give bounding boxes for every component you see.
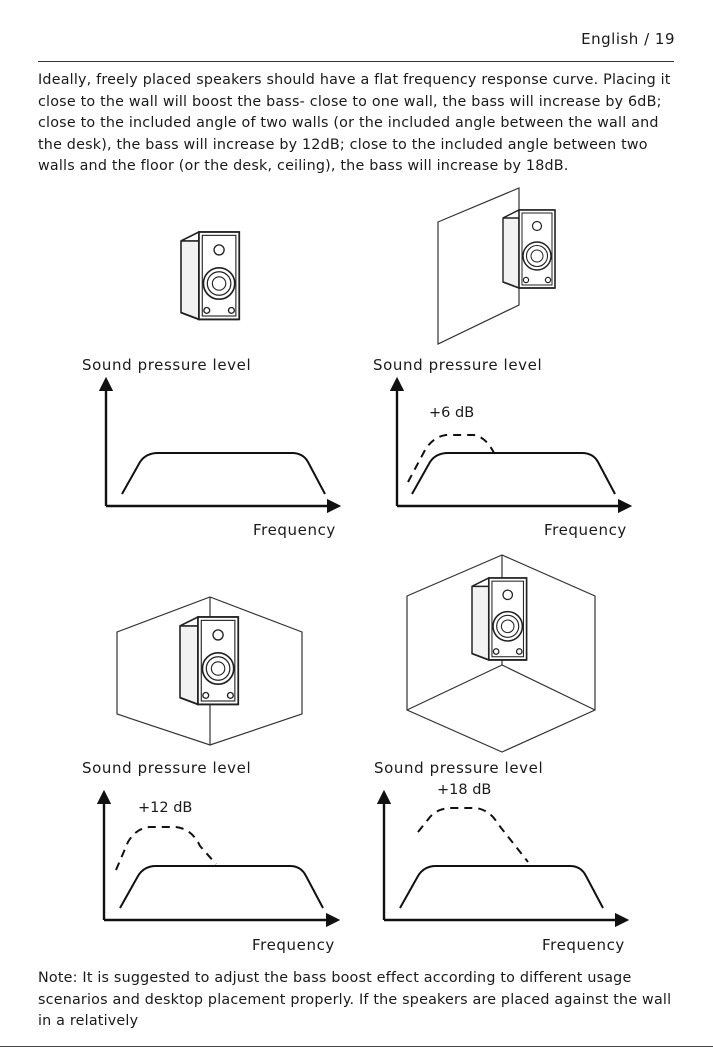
graph-free-y-label: Sound pressure level [82,356,252,374]
graph-free-x-label: Frequency [253,521,336,539]
graph-corner-boost-label: +18 dB [437,782,492,798]
graph-corner-response [376,789,630,928]
speaker-two-walls-illustration [116,596,303,746]
graph-one-wall-y-label: Sound pressure level [373,356,543,374]
graph-corner-x-label: Frequency [542,936,625,954]
graph-free-response [98,376,342,514]
graph-two-walls-x-label: Frequency [252,936,335,954]
graph-two-walls-response [96,789,341,928]
speaker-one-wall-illustration [437,187,556,345]
graph-corner-y-label: Sound pressure level [374,759,544,777]
speaker-corner-illustration [406,554,596,753]
page-number-label: English / 19 [581,30,675,48]
note-paragraph: Note: It is suggested to adjust the bass… [38,970,672,1029]
header-divider [38,61,674,62]
graph-one-wall-response [389,376,633,514]
graph-one-wall-x-label: Frequency [544,521,627,539]
intro-paragraph: Ideally, freely placed speakers should h… [38,72,671,174]
speaker-free-illustration [180,231,241,321]
graph-two-walls-y-label: Sound pressure level [82,759,252,777]
graph-one-wall-boost-label: +6 dB [429,405,475,421]
graph-two-walls-boost-label: +12 dB [138,800,193,816]
